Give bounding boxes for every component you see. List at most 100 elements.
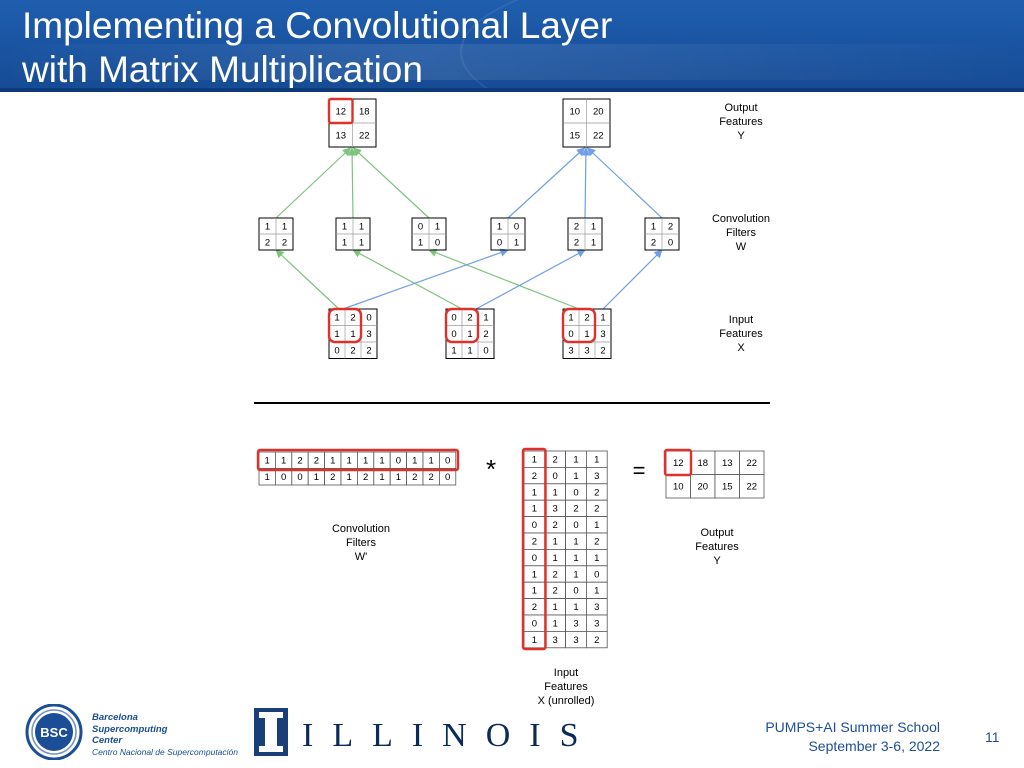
matrix-cell-value: 0: [497, 237, 502, 248]
slide-title-line-1: Implementing a Convolutional Layer: [22, 5, 613, 46]
matrix-cell-value: 2: [553, 586, 558, 597]
matrix-cell-value: 13: [722, 458, 733, 469]
matrix-cell-value: 0: [334, 346, 339, 357]
matrix-cell-value: 0: [573, 586, 578, 597]
matrix-cell-value: 2: [574, 237, 579, 248]
connection-arrow: [475, 249, 586, 310]
matrix-cell-value: 1: [532, 504, 537, 515]
highlight-input-window-2: [444, 307, 480, 344]
matrix-cell-value: 1: [594, 586, 599, 597]
matrix-cell-value: 22: [746, 458, 757, 469]
matrix-cell-value: 2: [282, 237, 287, 248]
matrix-cell-value: 1: [412, 456, 417, 467]
matrix-cell-value: 2: [651, 237, 656, 248]
bsc-logo-icon: BSC: [25, 704, 83, 760]
bsc-logo-text: BSC: [40, 725, 68, 740]
connection-arrow: [586, 147, 663, 219]
matrix-cell-value: 1: [265, 472, 270, 483]
matrix-cell-value: 1: [594, 553, 599, 564]
matrix-cell-value: 1: [553, 537, 558, 548]
illinois-logo-icon: [254, 708, 288, 756]
matrix-cell-value: 18: [359, 106, 370, 117]
connection-arrow: [342, 248, 509, 310]
matrix-cell-value: 22: [359, 130, 370, 141]
highlight-output-value: [663, 448, 693, 477]
matrix-cell-value: 1: [347, 456, 352, 467]
header-band: [0, 44, 1024, 80]
matrix-cell-value: 1: [429, 456, 434, 467]
matrix-cell-value: 0: [532, 553, 537, 564]
matrix-cell-value: 1: [379, 472, 384, 483]
matrix-cell-value: 0: [483, 346, 488, 357]
matrix-cell-value: 2: [350, 313, 355, 324]
header-decoration: [460, 0, 1024, 92]
matrix-cell-value: 2: [553, 455, 558, 466]
matrix-cell-value: 1: [594, 520, 599, 531]
matrix-cell-value: 1: [591, 237, 596, 248]
matrix-cell-value: 2: [594, 537, 599, 548]
connection-arrow: [275, 147, 352, 219]
label-output-features-top: Output Features Y: [700, 101, 782, 143]
matrix-cell-value: 15: [569, 130, 580, 141]
matrix-cell-value: 10: [673, 482, 684, 493]
matrix-cell-value: 1: [651, 221, 656, 232]
matrix-cell-value: 3: [594, 471, 599, 482]
bsc-line-2: Supercomputing: [92, 723, 168, 735]
matrix-cell-value: 1: [342, 237, 347, 248]
connection-arrow: [347, 147, 357, 219]
matrix-cell-value: 1: [265, 221, 270, 232]
matrix-cell-value: 1: [334, 329, 339, 340]
matrix-cell-value: 0: [573, 520, 578, 531]
matrix-cell-value: 1: [330, 456, 335, 467]
matrix-cell-value: 3: [594, 619, 599, 630]
matrix-cell-value: 2: [668, 221, 673, 232]
label-line: Filters: [726, 227, 756, 239]
highlight-boxes: [256, 97, 693, 651]
matrix-cell-value: 20: [697, 482, 708, 493]
matrix-cell: [586, 631, 608, 649]
matrix-cell-value: 1: [396, 472, 401, 483]
matrix-cell-value: 2: [532, 537, 537, 548]
label-input-features-top: Input Features X: [700, 313, 782, 355]
connection-arrow: [352, 147, 430, 219]
event-dates: September 3-6, 2022: [808, 738, 940, 754]
matrix-cell-value: 0: [451, 329, 456, 340]
label-line: Convolution: [331, 523, 391, 535]
label-line: Input: [553, 667, 579, 679]
matrix-cell-value: 3: [553, 635, 558, 646]
bsc-wordmark: Barcelona Supercomputing Center Centro N…: [92, 712, 238, 758]
matrix-cell-value: 0: [668, 237, 673, 248]
matrix-cell-value: 1: [594, 455, 599, 466]
label-line: Features: [544, 681, 588, 693]
matrix-cell-value: 1: [532, 455, 537, 466]
label-line: Y: [737, 130, 745, 142]
matrix-cell-value: 1: [532, 586, 537, 597]
matrix-cell-value: 2: [366, 346, 371, 357]
connection-arrows: [275, 147, 663, 310]
matrix-cell-value: 3: [584, 346, 589, 357]
matrix-cell-value: 0: [532, 619, 537, 630]
label-line: Features: [695, 541, 739, 553]
connection-arrow: [507, 147, 586, 219]
label-input-unrolled: Input Features X (unrolled): [520, 666, 612, 708]
label-line: W: [735, 241, 747, 253]
matrix-cell-value: 1: [573, 569, 578, 580]
matrix-cell-value: 18: [697, 458, 708, 469]
label-line: Output: [700, 527, 734, 539]
matrix-cell-value: 2: [553, 569, 558, 580]
matrix-cell-value: 2: [297, 456, 302, 467]
label-line: W': [354, 551, 368, 563]
highlight-input-window-1: [327, 307, 363, 344]
matrix-cell-value: 1: [573, 537, 578, 548]
matrix-cell-value: 2: [350, 346, 355, 357]
matrix-cell-value: 22: [746, 482, 757, 493]
matrix-cell-value: 1: [553, 553, 558, 564]
matrix-cell-value: 1: [451, 346, 456, 357]
